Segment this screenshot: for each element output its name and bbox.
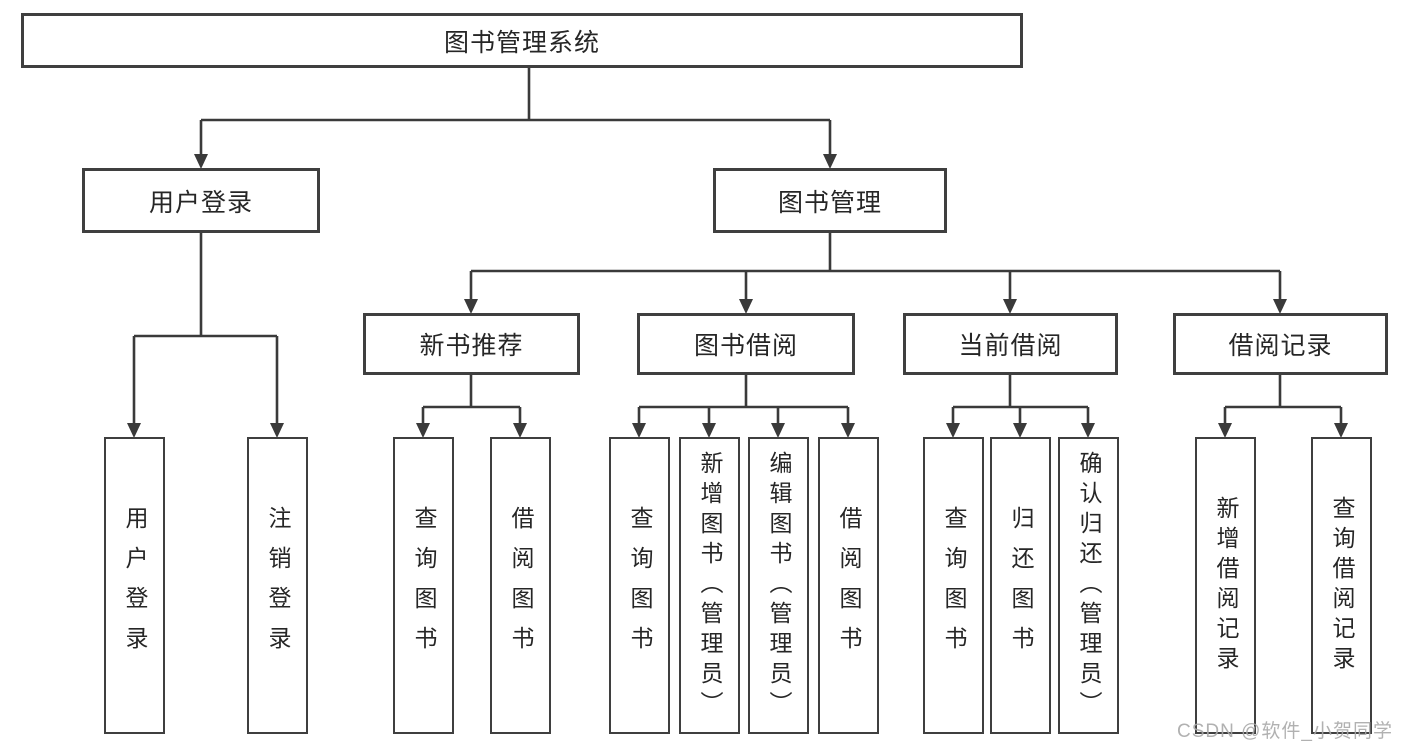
node-label: 新书推荐 [419,332,524,360]
node-user-login: 用户登录 [82,168,320,233]
leaf-edit-books-admin: 编辑图书（管理员） [748,437,809,734]
node-label: 当前借阅 [958,332,1063,360]
node-label: 新增图书（管理员） [697,450,723,721]
leaf-query-books-current: 查询图书 [923,437,984,734]
csdn-watermark: CSDN @软件_小贺同学 [1177,721,1393,742]
node-label: 借阅图书 [508,505,534,666]
leaf-add-books-admin: 新增图书（管理员） [679,437,740,734]
leaf-query-borrow-record: 查询借阅记录 [1311,437,1372,734]
node-label: 编辑图书（管理员） [766,450,792,721]
arrowheads [127,154,1348,438]
leaf-user-login: 用户登录 [104,437,165,734]
node-label: 查询图书 [627,505,653,666]
node-borrow-record: 借阅记录 [1173,313,1388,375]
node-label: 用户登录 [122,505,148,666]
node-current-borrow: 当前借阅 [903,313,1118,375]
node-label: 图书借阅 [693,332,798,360]
node-label: 查询图书 [941,505,967,666]
node-label: 确认归还（管理员） [1076,450,1102,721]
leaf-return-books: 归还图书 [990,437,1051,734]
leaf-query-books-recommend: 查询图书 [393,437,454,734]
leaf-borrow-books: 借阅图书 [818,437,879,734]
node-book-management: 图书管理 [713,168,947,233]
leaf-confirm-return-admin: 确认归还（管理员） [1058,437,1119,734]
leaf-logout: 注销登录 [247,437,308,734]
leaf-query-books-borrow: 查询图书 [609,437,670,734]
node-system-root: 图书管理系统 [21,13,1023,68]
node-label: 图书管理系统 [443,28,600,57]
node-label: 借阅记录 [1228,332,1333,360]
node-label: 新增借阅记录 [1213,495,1239,676]
node-label: 用户登录 [148,188,253,217]
node-new-book-recommend: 新书推荐 [363,313,580,375]
node-label: 查询借阅记录 [1329,495,1355,676]
node-label: 注销登录 [265,505,291,666]
leaf-borrow-books-recommend: 借阅图书 [490,437,551,734]
node-label: 归还图书 [1008,505,1034,666]
node-label: 查询图书 [411,505,437,666]
leaf-add-borrow-record: 新增借阅记录 [1195,437,1256,734]
node-label: 借阅图书 [836,505,862,666]
node-book-borrow: 图书借阅 [637,313,855,375]
node-label: 图书管理 [777,188,882,217]
